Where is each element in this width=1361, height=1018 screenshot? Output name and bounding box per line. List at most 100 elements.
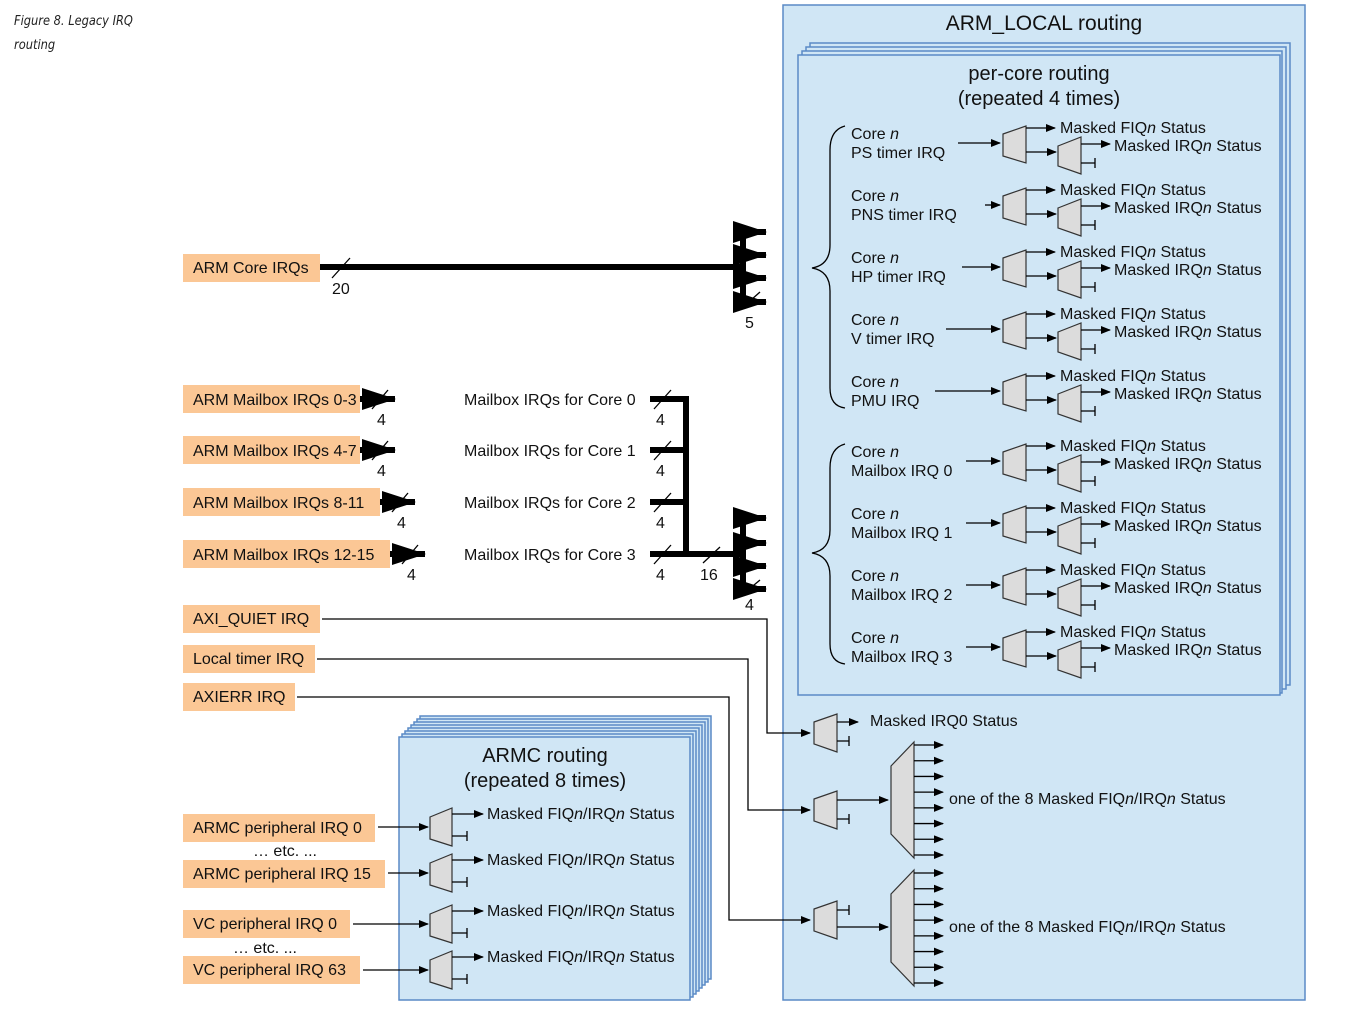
- svg-text:4: 4: [656, 463, 665, 480]
- masked-fiq-status: Masked FIQn Status: [1060, 368, 1206, 385]
- svg-text:4: 4: [656, 412, 665, 429]
- bus-width-20: 20: [332, 281, 350, 298]
- bus-width-16: 16: [700, 567, 718, 584]
- masked-fiq-status: Masked FIQn Status: [1060, 120, 1206, 137]
- core-input-label: Mailbox IRQ 2: [851, 587, 952, 604]
- etc-label-armc: … etc. ...: [253, 843, 317, 860]
- svg-text:VC peripheral IRQ 63: VC peripheral IRQ 63: [193, 962, 346, 979]
- bus-slash: [331, 257, 351, 279]
- core-input-label: Mailbox IRQ 0: [851, 463, 952, 480]
- core-n-label: Core n: [851, 312, 899, 329]
- split-width-5: 5: [745, 315, 754, 332]
- masked-irq-status: Masked IRQn Status: [1114, 642, 1262, 659]
- mailbox-row: ARM Mailbox IRQs 0-3 4 Mailbox IRQs for Co…: [183, 385, 672, 429]
- brace-mailboxes: [811, 443, 846, 665]
- mailbox-target-label: Mailbox IRQs for Core 3: [464, 547, 636, 564]
- armc-row: Masked FIQn/IRQn Status: [353, 903, 675, 944]
- per-core-row: Core n Mailbox IRQ 0 Masked FIQn StatusMas…: [851, 438, 1262, 493]
- mailbox-row: ARM Mailbox IRQs 8-11 4 Mailbox IRQs for C…: [183, 488, 672, 532]
- core-input-label: HP timer IRQ: [851, 269, 946, 286]
- masked-irq-status: Masked IRQn Status: [1114, 580, 1262, 597]
- mux-axierr: [813, 900, 889, 940]
- core-n-label: Core n: [851, 630, 899, 647]
- source-vc-periph-0: VC peripheral IRQ 0: [183, 910, 350, 938]
- svg-text:4: 4: [407, 567, 416, 584]
- brace-timers: [811, 125, 846, 409]
- svg-text:4: 4: [656, 515, 665, 532]
- masked-fiq-status: Masked FIQn Status: [1060, 306, 1206, 323]
- armc-row: Masked FIQn/IRQn Status: [363, 949, 675, 990]
- masked-fiq-irq-status: Masked FIQn/IRQn Status: [487, 852, 675, 869]
- mailbox-fanout-arrows: [733, 507, 767, 600]
- masked-irq-status: Masked IRQn Status: [1114, 200, 1262, 217]
- armc-title-1: ARMC routing: [482, 745, 608, 767]
- svg-text:AXIERR IRQ: AXIERR IRQ: [193, 689, 285, 706]
- source-axierr: AXIERR IRQ: [183, 683, 295, 711]
- source-arm-core-irqs: ARM Core IRQs: [183, 254, 320, 282]
- core-n-label: Core n: [851, 568, 899, 585]
- masked-fiq-irq-status: Masked FIQn/IRQn Status: [487, 806, 675, 823]
- core-input-label: PNS timer IRQ: [851, 207, 957, 224]
- fanout-mux-2: [890, 868, 944, 988]
- wire-axierr: [297, 696, 811, 924]
- svg-text:ARM Mailbox IRQs 12-15: ARM Mailbox IRQs 12-15: [193, 547, 374, 564]
- figure-caption: Figure 8. Legacy IRQ routing: [14, 14, 133, 53]
- fanout-mux-1: [890, 740, 944, 860]
- svg-text:ARM Mailbox IRQs 0-3: ARM Mailbox IRQs 0-3: [193, 392, 357, 409]
- svg-text:Local timer IRQ: Local timer IRQ: [193, 651, 304, 668]
- source-arm-mailbox: ARM Mailbox IRQs 4-7: [183, 436, 360, 464]
- per-core-stack: [797, 42, 1291, 696]
- source-axi-quiet: AXI_QUIET IRQ: [183, 605, 320, 633]
- svg-text:ARM Mailbox IRQs 8-11: ARM Mailbox IRQs 8-11: [193, 495, 364, 512]
- core-input-label: Mailbox IRQ 1: [851, 525, 952, 542]
- core-n-label: Core n: [851, 444, 899, 461]
- fanout-label-1: one of the 8 Masked FIQn/IRQn Status: [949, 791, 1226, 808]
- armc-row: Masked FIQn/IRQn Status: [388, 852, 675, 893]
- source-armc-periph-0: ARMC peripheral IRQ 0: [183, 814, 375, 842]
- per-core-title-1: per-core routing: [968, 63, 1109, 85]
- source-vc-periph-63: VC peripheral IRQ 63: [183, 956, 360, 984]
- core-n-label: Core n: [851, 374, 899, 391]
- svg-text:VC peripheral IRQ 0: VC peripheral IRQ 0: [193, 916, 337, 933]
- mailbox-target-label: Mailbox IRQs for Core 2: [464, 495, 636, 512]
- mailbox-row: ARM Mailbox IRQs 4-7 4 Mailbox IRQs for Co…: [183, 436, 672, 480]
- masked-fiq-status: Masked FIQn Status: [1060, 500, 1206, 517]
- mailbox-target-label: Mailbox IRQs for Core 1: [464, 443, 636, 460]
- masked-irq0-status: Masked IRQ0 Status: [870, 713, 1018, 730]
- per-core-row: Core n V timer IRQ Masked FIQn StatusMaske…: [851, 306, 1262, 361]
- arm-local-title: ARM_LOCAL routing: [946, 12, 1142, 35]
- masked-irq-status: Masked IRQn Status: [1114, 518, 1262, 535]
- mux-local-timer: [813, 790, 889, 830]
- core-n-label: Core n: [851, 126, 899, 143]
- wire-axi-quiet: [322, 618, 811, 737]
- mailbox-target-label: Mailbox IRQs for Core 0: [464, 392, 636, 409]
- masked-fiq-status: Masked FIQn Status: [1060, 244, 1206, 261]
- source-armc-periph-15: ARMC peripheral IRQ 15: [183, 860, 385, 888]
- fanout-label-2: one of the 8 Masked FIQn/IRQn Status: [949, 919, 1226, 936]
- masked-fiq-irq-status: Masked FIQn/IRQn Status: [487, 949, 675, 966]
- arm-core-fanout-arrows: [733, 221, 767, 313]
- masked-irq-status: Masked IRQn Status: [1114, 262, 1262, 279]
- source-local-timer: Local timer IRQ: [183, 645, 315, 673]
- masked-fiq-status: Masked FIQn Status: [1060, 438, 1206, 455]
- per-core-title-2: (repeated 4 times): [958, 88, 1120, 110]
- svg-text:4: 4: [377, 412, 386, 429]
- masked-irq-status: Masked IRQn Status: [1114, 456, 1262, 473]
- masked-irq-status: Masked IRQn Status: [1114, 386, 1262, 403]
- masked-fiq-irq-status: Masked FIQn/IRQn Status: [487, 903, 675, 920]
- core-input-label: Mailbox IRQ 3: [851, 649, 952, 666]
- armc-row: Masked FIQn/IRQn Status: [378, 806, 675, 847]
- core-input-label: V timer IRQ: [851, 331, 935, 348]
- mux-axi-quiet: Masked IRQ0 Status: [813, 713, 1018, 753]
- svg-text:AXI_QUIET IRQ: AXI_QUIET IRQ: [193, 611, 309, 628]
- svg-text:ARMC peripheral IRQ 15: ARMC peripheral IRQ 15: [193, 866, 371, 883]
- svg-text:4: 4: [656, 567, 665, 584]
- masked-irq-status: Masked IRQn Status: [1114, 324, 1262, 341]
